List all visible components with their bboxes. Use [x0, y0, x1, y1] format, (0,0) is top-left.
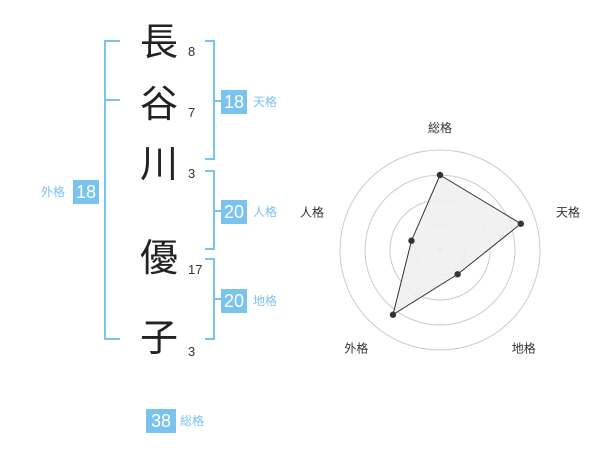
- name-char-2: 谷: [139, 82, 178, 126]
- chikaku-value-badge: 20: [221, 289, 247, 313]
- radar-polygon: [392, 174, 522, 316]
- radar-point-1: [436, 171, 444, 179]
- radar-point-5: [408, 237, 415, 244]
- stroke-count-2: 7: [188, 105, 196, 120]
- tenkaku-bracket-tick: [213, 100, 221, 102]
- gaikaku-value-badge: 18: [73, 180, 99, 204]
- name-char-3: 川: [139, 142, 178, 186]
- soukaku-label: 総格: [180, 414, 205, 428]
- radar-axis-label-3: 地格: [512, 341, 536, 356]
- stroke-count-5: 3: [188, 344, 196, 359]
- radar-point-2: [517, 220, 525, 227]
- name-char-4: 優: [139, 236, 178, 280]
- stroke-count-3: 3: [188, 166, 196, 181]
- jinkaku-value-badge: 20: [221, 200, 247, 224]
- chikaku-label: 地格: [253, 294, 278, 308]
- soukaku-value-badge: 38: [146, 409, 176, 433]
- gaikaku-bracket-mid: [104, 99, 120, 101]
- radar-axis-label-2: 天格: [556, 204, 580, 219]
- stroke-count-1: 8: [188, 44, 196, 59]
- radar-axis-label-4: 外格: [344, 341, 368, 356]
- radar-axis-label-5: 人格: [300, 204, 324, 219]
- jinkaku-label: 人格: [253, 205, 278, 219]
- name-char-1: 長: [139, 20, 178, 64]
- tenkaku-value-badge: 18: [221, 90, 247, 114]
- radar-ring-4: [339, 149, 541, 351]
- jinkaku-bracket-tick: [213, 210, 221, 212]
- gaikaku-bracket: [104, 40, 120, 340]
- radar-point-4: [389, 311, 397, 318]
- name-char-5: 子: [139, 316, 178, 360]
- radar-point-3: [454, 271, 461, 278]
- radar-axis-label-1: 総格: [428, 120, 452, 135]
- gaikaku-label: 外格: [41, 185, 66, 199]
- stroke-count-4: 17: [188, 262, 203, 277]
- chikaku-bracket-tick: [213, 298, 221, 300]
- tenkaku-label: 天格: [253, 95, 278, 109]
